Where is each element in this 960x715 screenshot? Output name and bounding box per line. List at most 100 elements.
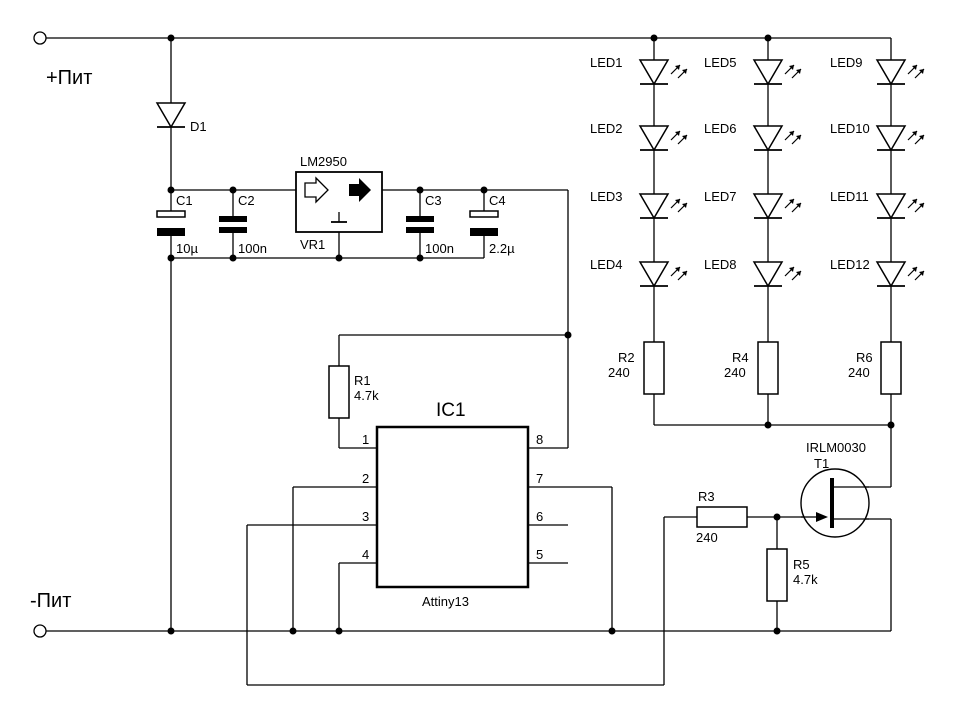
led-triangle (752, 125, 784, 152)
r4-value: 240 (724, 365, 746, 380)
r1-ref: R1 (354, 373, 371, 388)
led-7: LED7 (704, 189, 802, 220)
led-triangle (875, 261, 907, 288)
led-3: LED3 (590, 189, 688, 220)
light-arrow-icon (789, 131, 794, 136)
led-11: LED11 (830, 189, 925, 220)
led-triangle (752, 261, 784, 288)
regulator-vr1: LM2950 VR1 (295, 154, 383, 252)
light-arrow-icon (912, 65, 917, 70)
light-arrow-icon (789, 199, 794, 204)
led-label: LED2 (590, 121, 623, 136)
resistor-r1: R1 4.7k (328, 365, 379, 419)
diode-d1: D1 (155, 102, 207, 134)
led-triangle (638, 59, 670, 86)
mosfet-t1: IRLM0030 T1 (800, 440, 870, 538)
led-label: LED8 (704, 257, 737, 272)
led-triangle (638, 193, 670, 220)
c2-value: 100n (238, 241, 267, 256)
c2-ref: C2 (238, 193, 255, 208)
light-arrow-icon (912, 267, 917, 272)
light-arrow-icon (919, 135, 924, 140)
plus-supply-label: +Пит (46, 67, 92, 89)
led-triangle (752, 193, 784, 220)
r2-value: 240 (608, 365, 630, 380)
resistor-r6: R6 240 (848, 341, 902, 395)
resistor-r4: R4 240 (724, 341, 779, 395)
led-12: LED12 (830, 257, 925, 288)
light-arrow-icon (796, 203, 801, 208)
resistor-r3: R3 240 (696, 489, 748, 545)
led-label: LED7 (704, 189, 737, 204)
light-arrow-icon (682, 135, 687, 140)
capacitor-c2: C2 100n (219, 193, 267, 256)
led-label: LED9 (830, 55, 863, 70)
pin-2-label: 2 (362, 471, 369, 486)
led-label: LED11 (830, 189, 869, 204)
regulator-ref: VR1 (300, 237, 325, 252)
led-label: LED1 (590, 55, 623, 70)
pin-3-label: 3 (362, 509, 369, 524)
pin-4-label: 4 (362, 547, 369, 562)
mcu-ic1: IC1 Attiny13 1 2 3 4 5 6 7 8 (362, 400, 543, 609)
light-arrow-icon (682, 271, 687, 276)
led-triangle (875, 125, 907, 152)
resistor-r2: R2 240 (608, 341, 665, 395)
regulator-part: LM2950 (300, 154, 347, 169)
pin-5-label: 5 (536, 547, 543, 562)
transistor-part: IRLM0030 (806, 440, 866, 455)
capacitor-c1: C1 10µ (156, 193, 198, 256)
light-arrow-icon (789, 65, 794, 70)
led-4: LED4 (590, 257, 688, 288)
led-triangle (638, 125, 670, 152)
light-arrow-icon (675, 267, 680, 272)
light-arrow-icon (912, 131, 917, 136)
capacitor-c3: C3 100n (406, 193, 454, 256)
c3-value: 100n (425, 241, 454, 256)
transistor-ref: T1 (814, 456, 829, 471)
led-label: LED6 (704, 121, 737, 136)
led-triangle (638, 261, 670, 288)
power-terminals: +Пит -Пит (30, 31, 92, 638)
light-arrow-icon (682, 203, 687, 208)
minus-supply-label: -Пит (30, 590, 71, 612)
light-arrow-icon (919, 203, 924, 208)
ic-ref: IC1 (436, 400, 466, 421)
pin-8-label: 8 (536, 432, 543, 447)
led-array: LED1LED2LED3LED4LED5LED6LED7LED8LED9LED1… (590, 55, 925, 288)
regulator-output-arrow-icon (349, 178, 371, 202)
light-arrow-icon (675, 199, 680, 204)
r5-ref: R5 (793, 557, 810, 572)
regulator-input-arrow-icon (304, 176, 329, 204)
c4-ref: C4 (489, 193, 506, 208)
pin-6-label: 6 (536, 509, 543, 524)
r2-ref: R2 (618, 350, 635, 365)
led-triangle (875, 193, 907, 220)
pin-1-label: 1 (362, 432, 369, 447)
led-label: LED10 (830, 121, 870, 136)
r3-value: 240 (696, 530, 718, 545)
led-label: LED3 (590, 189, 623, 204)
r5-value: 4.7k (793, 572, 818, 587)
light-arrow-icon (796, 135, 801, 140)
resistor-r5: R5 4.7k (766, 548, 818, 602)
wires (46, 37, 892, 686)
led-triangle (875, 59, 907, 86)
light-arrow-icon (796, 69, 801, 74)
led-9: LED9 (830, 55, 925, 86)
light-arrow-icon (919, 271, 924, 276)
c1-value: 10µ (176, 241, 198, 256)
mosfet-channel-arrow-icon (816, 512, 828, 522)
junction-dots (167, 34, 895, 635)
minus-terminal[interactable] (33, 624, 47, 638)
light-arrow-icon (789, 267, 794, 272)
r6-ref: R6 (856, 350, 873, 365)
ic-part: Attiny13 (422, 594, 469, 609)
led-label: LED12 (830, 257, 870, 272)
led-1: LED1 (590, 55, 688, 86)
diode-ref: D1 (190, 119, 207, 134)
plus-terminal[interactable] (33, 31, 47, 45)
capacitor-c4: C4 2.2µ (469, 193, 515, 256)
led-2: LED2 (590, 121, 688, 152)
